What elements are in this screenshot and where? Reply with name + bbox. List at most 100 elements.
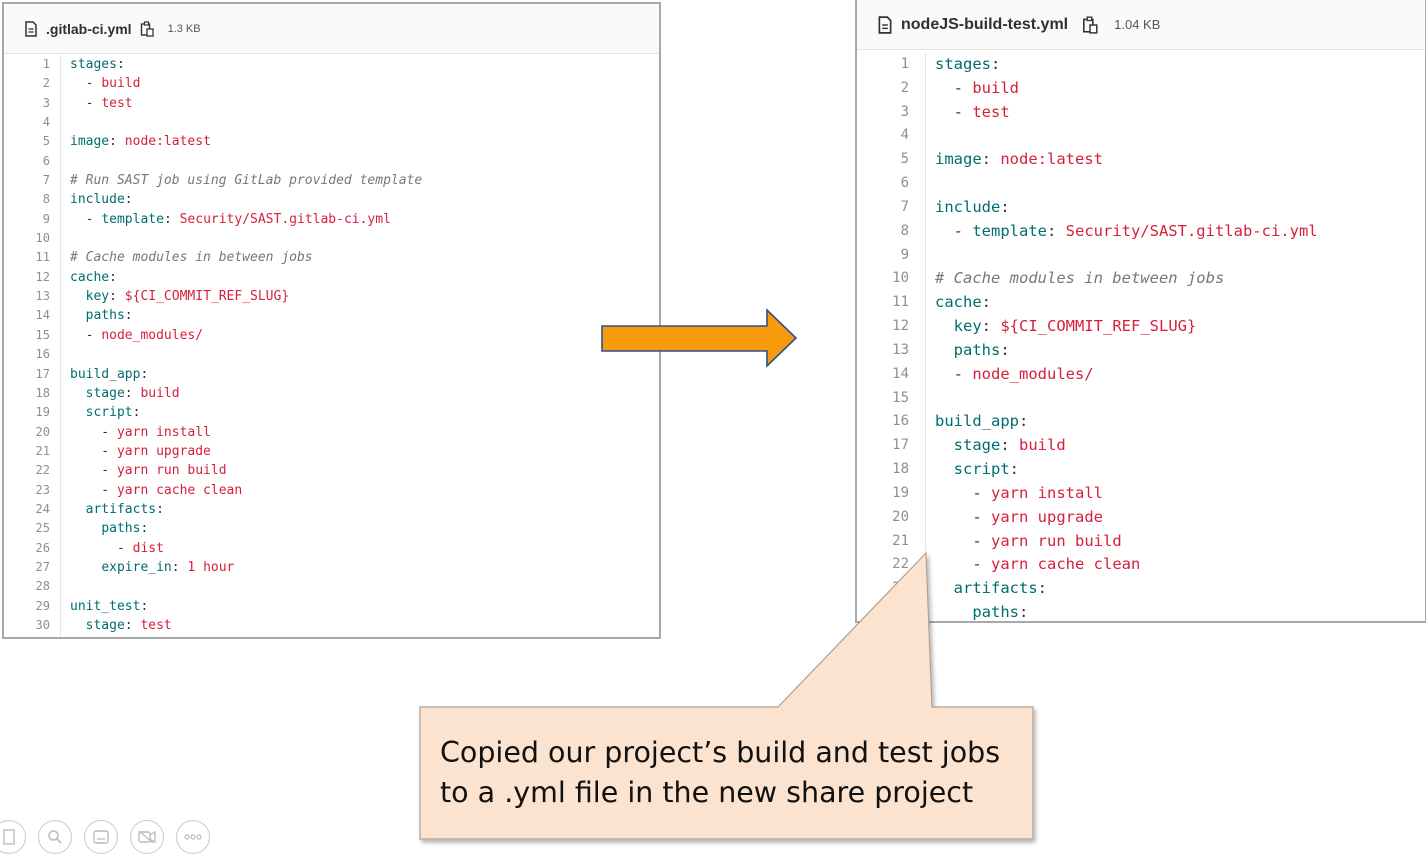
line-number[interactable]: 3 (42, 95, 50, 110)
document-icon[interactable] (0, 820, 26, 854)
code-token: : (1037, 579, 1048, 598)
code-text: - template: Security/SAST.gitlab-ci.yml (70, 210, 391, 229)
line-number[interactable]: 27 (35, 559, 50, 574)
code-token (70, 405, 86, 420)
file-name: .gitlab-ci.yml (46, 20, 132, 37)
line-number[interactable]: 10 (892, 270, 909, 287)
code-token: test (140, 617, 172, 633)
line-number[interactable]: 20 (35, 424, 50, 439)
line-number[interactable]: 6 (42, 153, 50, 168)
line-number[interactable]: 7 (42, 173, 50, 188)
line-number[interactable]: 24 (35, 501, 50, 516)
code-token: paths (972, 603, 1019, 622)
line-number[interactable]: 11 (35, 250, 50, 265)
code-token (935, 341, 954, 359)
subtitles-icon[interactable] (84, 820, 118, 854)
line-number[interactable]: 12 (892, 318, 909, 335)
line-number[interactable]: 16 (892, 413, 909, 430)
line-number[interactable]: 1 (42, 57, 50, 71)
line-number[interactable]: 14 (892, 365, 909, 382)
line-number[interactable]: 5 (900, 151, 909, 168)
line-number[interactable]: 15 (892, 389, 909, 406)
line-number[interactable]: 7 (900, 198, 909, 215)
code-line: 16 (4, 345, 659, 364)
line-number[interactable]: 3 (900, 103, 909, 120)
copy-icon[interactable] (1082, 15, 1098, 34)
code-token: : (109, 289, 125, 305)
line-number[interactable]: 2 (900, 79, 909, 96)
search-icon[interactable] (38, 820, 72, 854)
line-number[interactable]: 30 (35, 617, 50, 632)
line-number[interactable]: 10 (35, 231, 50, 246)
line-number[interactable]: 6 (900, 175, 909, 192)
line-number[interactable]: 26 (35, 540, 50, 555)
line-number[interactable]: 14 (35, 308, 50, 323)
callout-line-2: to a .yml file in the new share project (440, 776, 974, 809)
line-number[interactable]: 28 (35, 579, 50, 594)
code-text: script: (70, 403, 141, 422)
line-number[interactable]: 13 (892, 341, 909, 358)
line-number[interactable]: 4 (900, 127, 909, 144)
code-line: 30 stage: test (4, 616, 659, 635)
code-token: # Cache modules in between jobs (935, 269, 1225, 288)
line-number[interactable]: 25 (35, 521, 50, 536)
line-number[interactable]: 22 (892, 556, 909, 573)
line-number[interactable]: 9 (900, 246, 909, 263)
code-token: # Run SAST job using GitLab provided tem… (70, 173, 423, 189)
line-number[interactable]: 8 (42, 192, 50, 207)
line-number[interactable]: 22 (35, 463, 50, 478)
code-token: - (70, 443, 117, 459)
code-line: 7 # Run SAST job using GitLab provided te… (4, 171, 659, 190)
code-token (935, 317, 954, 335)
code-text: - build (70, 74, 141, 93)
code-token (935, 579, 954, 597)
line-number[interactable]: 21 (892, 532, 909, 549)
code-token: yarn upgrade (991, 507, 1103, 526)
line-number[interactable]: 9 (42, 211, 50, 226)
code-line: 9 - template: Security/SAST.gitlab-ci.ym… (4, 210, 659, 229)
line-number[interactable]: 4 (42, 115, 50, 130)
right-arrow-icon (601, 308, 798, 368)
code-line: 27 expire_in: 1 hour (4, 558, 659, 577)
line-number[interactable]: 29 (35, 598, 50, 613)
video-off-icon[interactable] (130, 820, 164, 854)
file-header: nodeJS-build-test.yml 1.04 KB (857, 0, 1425, 50)
line-number[interactable]: 13 (35, 289, 50, 304)
line-number[interactable]: 18 (892, 461, 909, 478)
line-number[interactable]: 21 (35, 443, 50, 458)
code-token: : (163, 211, 180, 227)
code-token: stages (70, 57, 117, 72)
line-number[interactable]: 15 (35, 327, 50, 342)
code-line: 21 - yarn upgrade (4, 442, 659, 461)
code-line: 19 - yarn install (857, 482, 1425, 506)
code-token: unit_test (70, 598, 141, 614)
more-icon[interactable] (176, 820, 210, 854)
line-number[interactable]: 11 (892, 294, 909, 311)
line-number[interactable]: 19 (892, 484, 909, 501)
copy-icon[interactable] (140, 20, 154, 37)
code-token: stage (85, 385, 125, 401)
line-number[interactable]: 1 (900, 56, 909, 72)
code-text: paths: (70, 519, 148, 538)
line-number[interactable]: 23 (892, 580, 909, 597)
line-number[interactable]: 17 (35, 366, 50, 381)
code-line: 14 - node_modules/ (857, 363, 1425, 387)
line-number[interactable]: 19 (35, 405, 50, 420)
line-number[interactable]: 24 (892, 604, 909, 621)
code-text: key: ${CI_COMMIT_REF_SLUG} (935, 315, 1197, 339)
code-line: 26 - dist (4, 539, 659, 558)
code-text: paths: (935, 339, 1010, 363)
line-number[interactable]: 2 (42, 76, 50, 91)
code-line: 14 paths: (4, 306, 659, 325)
line-number[interactable]: 12 (35, 269, 50, 284)
line-number[interactable]: 8 (900, 222, 909, 239)
line-number[interactable]: 16 (35, 347, 50, 362)
line-number[interactable]: 18 (35, 385, 50, 400)
line-number[interactable]: 20 (892, 508, 909, 525)
line-number[interactable]: 17 (892, 437, 909, 454)
line-number[interactable]: 5 (42, 134, 50, 149)
line-number[interactable]: 23 (35, 482, 50, 497)
code-line: 20 - yarn install (4, 423, 659, 442)
